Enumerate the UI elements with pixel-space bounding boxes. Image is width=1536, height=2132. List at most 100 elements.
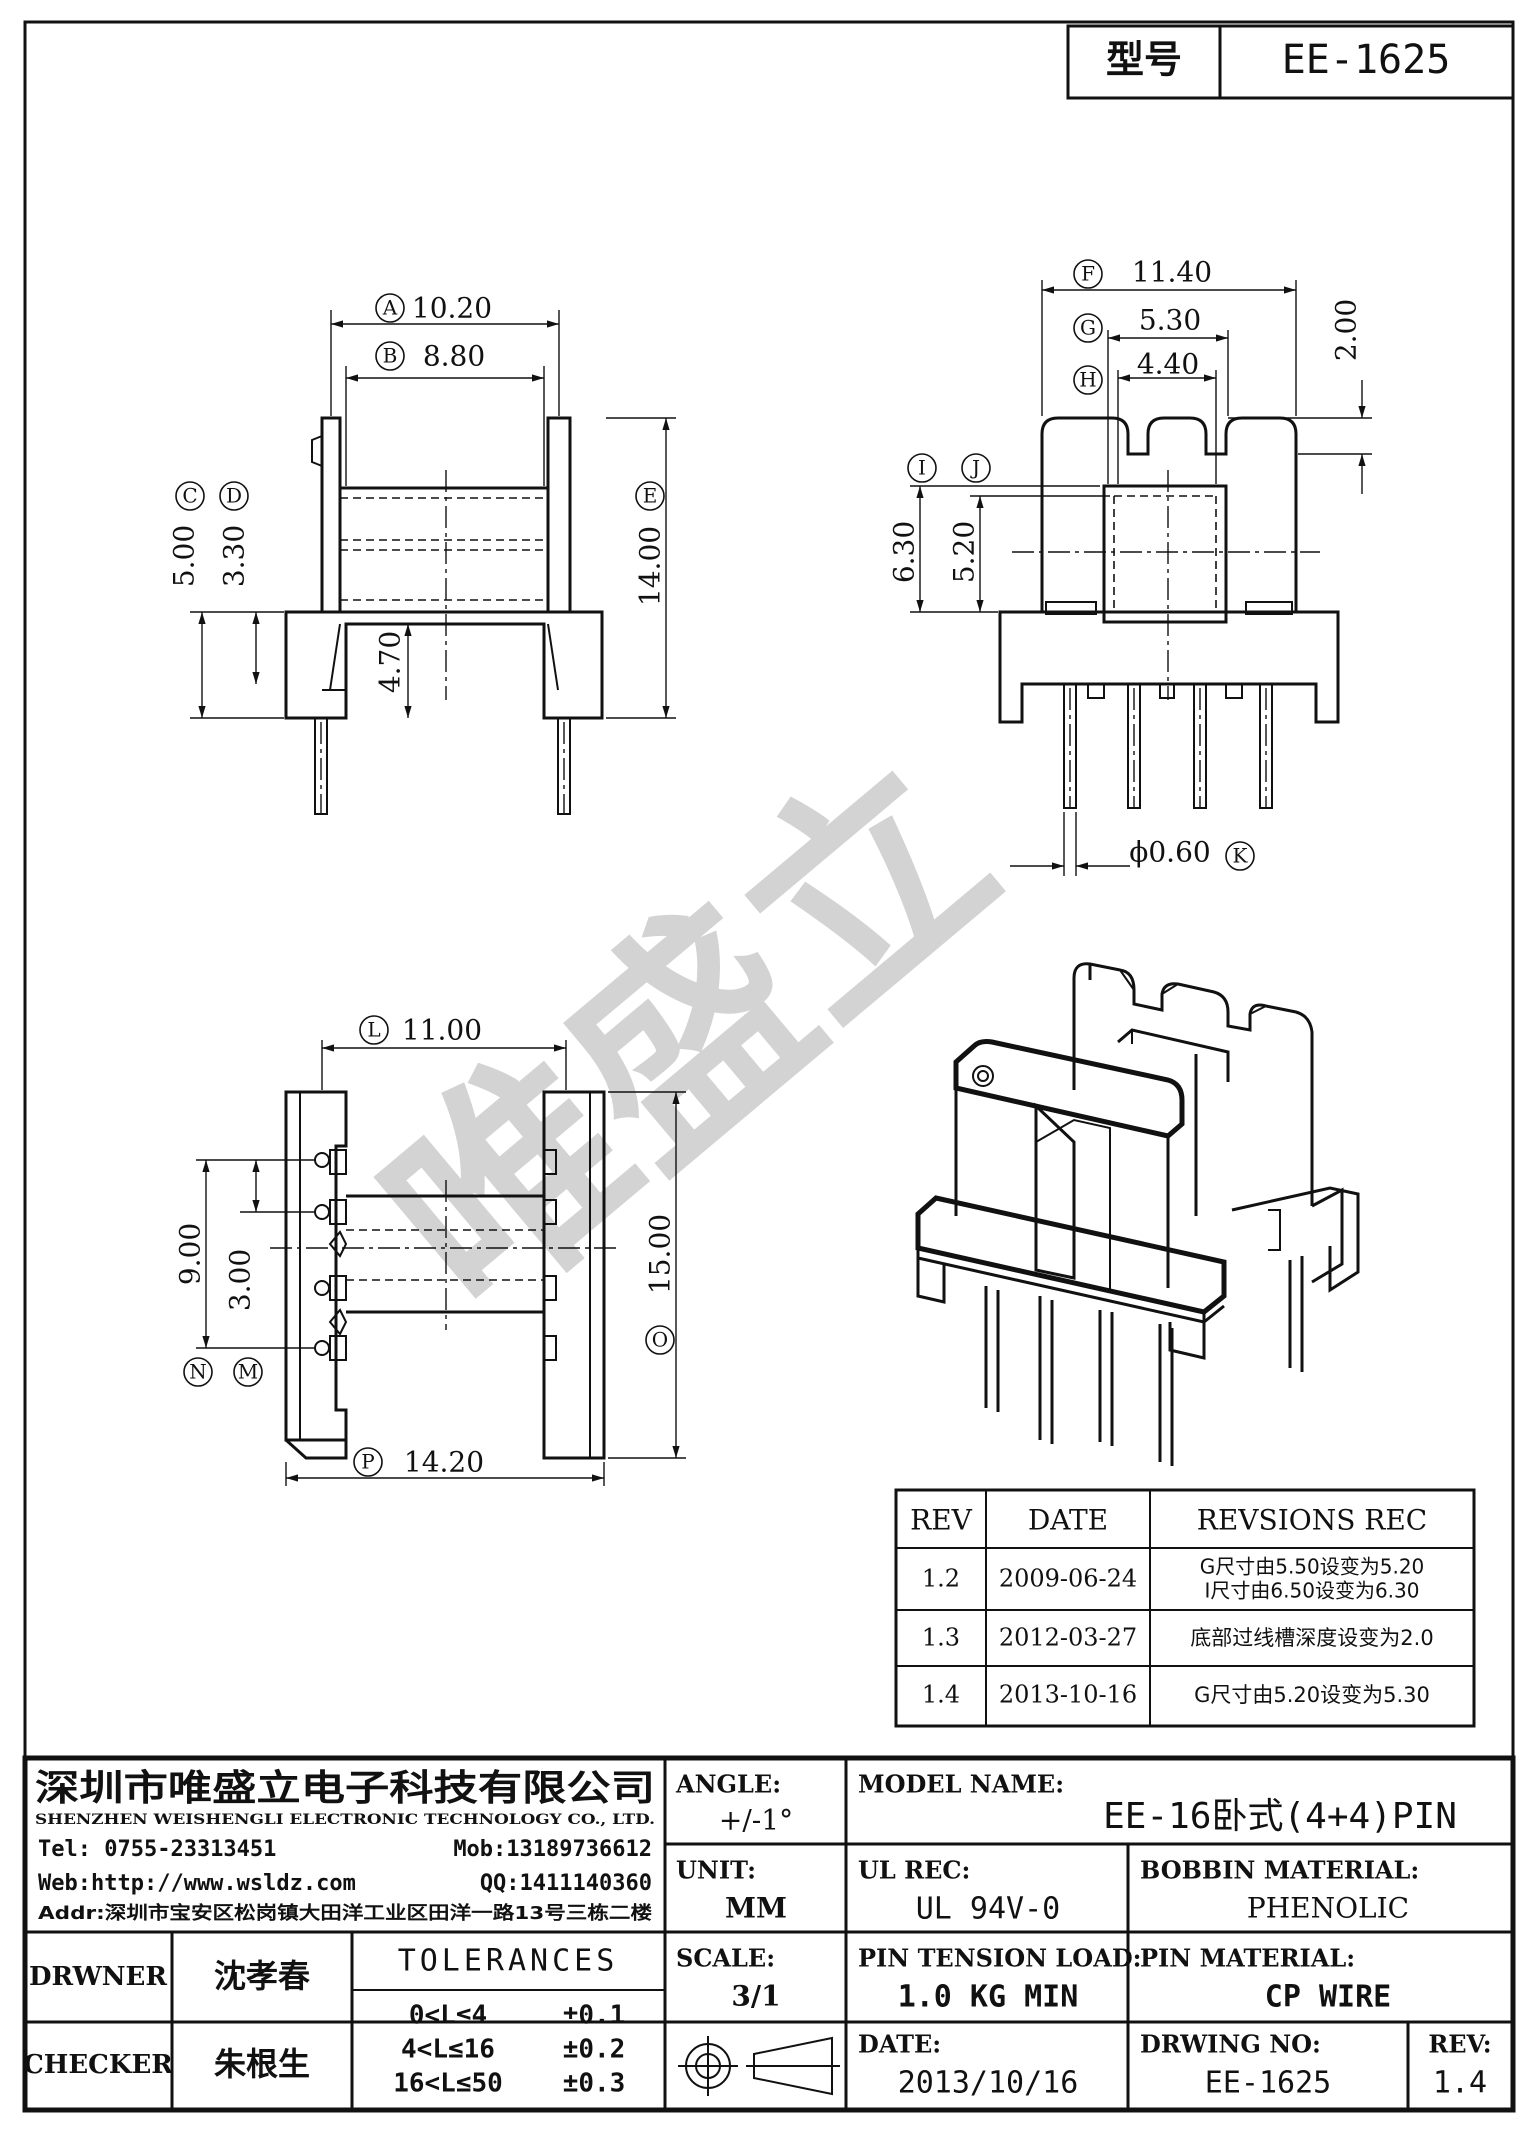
rev-value: 1.4 [1433,2066,1487,2101]
dim-letter-m: M [238,1360,258,1384]
company-address: Addr:深圳市宝安区松岗镇大田洋工业区田洋一路13号三栋二楼 [38,1902,652,1924]
tol-value-3: ±0.3 [563,2069,626,2099]
rev-header-rec: REVSIONS REC [1197,1504,1427,1537]
bobbin-material-label: BOBBIN MATERIAL: [1140,1856,1419,1885]
front-view-dimensions: A 10.20 B 8.80 E 14.00 C D 5.00 3.30 4.7… [168,292,676,719]
tol-range-1: 0<L≤4 [409,2001,487,2031]
dim-o-value: 15.00 [644,1214,677,1294]
dim-k-value: ϕ0.60 [1129,836,1210,869]
ul-rec-label: UL REC: [858,1856,970,1885]
model-header-value: EE-1625 [1282,37,1451,83]
dim-m-value: 3.00 [224,1249,257,1311]
side-view [998,416,1340,809]
dim-a-value: 10.20 [412,292,492,325]
dim-letter-b: B [383,344,398,368]
rev-row1-rec-line1: G尺寸由5.50设变为5.20 [1200,1555,1425,1579]
unit-label: UNIT: [676,1856,756,1885]
pin-material-value: CP WIRE [1265,1980,1391,2015]
rev-row1-rec-line2: I尺寸由6.50设变为6.30 [1205,1579,1420,1603]
checker-label: CHECKER [23,2050,173,2080]
rev-row2-rec: 底部过线槽深度设变为2.0 [1190,1626,1433,1650]
dim-letter-l: L [367,1018,380,1042]
dim-p-value: 14.20 [404,1446,484,1479]
unit-value: MM [725,1892,787,1925]
drawer-label: DRWNER [29,1962,167,1992]
date-value: 2013/10/16 [898,2066,1079,2101]
projection-symbol [678,2036,840,2096]
dim-c-value: 5.00 [168,525,201,587]
checker-name: 朱根生 [214,2045,310,2083]
dim-b-value: 8.80 [423,340,485,373]
company-name-en: SHENZHEN WEISHENGLI ELECTRONIC TECHNOLOG… [35,1812,655,1828]
pin-tension-label: PIN TENSION LOAD: [858,1944,1142,1973]
dim-letter-d: D [226,484,242,508]
bottom-view-dimensions: L 11.00 9.00 3.00 N M 15.00 O P 14.20 [174,1014,686,1486]
dim-letter-k: K [1233,844,1249,868]
drawing-no-value: EE-1625 [1205,2066,1331,2101]
isometric-view [915,962,1360,1466]
company-tel: Tel: 0755-23313451 [38,1837,276,1862]
dim-letter-f: F [1081,262,1095,286]
dim-letter-e: E [643,484,658,508]
revisions-table: REV DATE REVSIONS REC 1.2 2009-06-24 G尺寸… [894,1488,1476,1728]
dim-l-value: 11.00 [402,1014,482,1047]
rev-row2-rev: 1.3 [922,1624,960,1652]
rev-header-date: DATE [1028,1504,1108,1537]
company-web: Web:http://www.wsldz.com [38,1871,356,1896]
dim-d-value: 3.30 [218,525,251,587]
rev-row1-date: 2009-06-24 [999,1565,1137,1593]
title-block: 深圳市唯盛立电子科技有限公司 SHENZHEN WEISHENGLI ELECT… [22,1755,1516,2113]
dim-j-value: 5.20 [948,521,981,583]
rev-row2-date: 2012-03-27 [999,1624,1137,1652]
angle-value: +/-1° [719,1804,793,1837]
dim-letter-a: A [382,296,398,320]
dim-letter-h: H [1079,368,1096,392]
company-mob: Mob:13189736612 [453,1837,652,1862]
model-header: 型号 EE-1625 [1066,24,1515,100]
drawer-name: 沈孝春 [214,1957,310,1995]
dim-h-value: 4.40 [1137,348,1199,381]
scale-label: SCALE: [676,1944,775,1973]
dim-i-value: 6.30 [888,521,921,583]
model-header-label: 型号 [1106,38,1182,82]
date-label: DATE: [858,2030,941,2059]
tol-range-3: 16<L≤50 [393,2069,503,2099]
front-view [284,416,604,815]
rev-label: REV: [1428,2030,1491,2059]
dim-letter-c: C [182,484,197,508]
dim-letter-i: I [918,456,926,480]
rev-row1-rev: 1.2 [922,1565,960,1593]
drawing-no-label: DRWING NO: [1140,2030,1321,2059]
side-view-dimensions: F 11.40 G 5.30 H 4.40 2.00 I J 6.30 5.20… [888,256,1372,876]
company-name-cn: 深圳市唯盛立电子科技有限公司 [35,1768,655,1809]
bobbin-material-value: PHENOLIC [1247,1892,1409,1925]
dim-f-value: 11.40 [1132,256,1212,289]
ul-rec-value: UL 94V-0 [916,1892,1061,1927]
rev-header-rev: REV [910,1504,973,1537]
pin-tension-value: 1.0 KG MIN [898,1980,1079,2015]
dim-470-value: 4.70 [374,631,407,693]
dim-g-value: 5.30 [1139,304,1201,337]
dim-letter-n: N [189,1360,207,1384]
dim-n-value: 9.00 [174,1223,207,1285]
rev-row3-date: 2013-10-16 [999,1681,1137,1709]
dim-letter-g: G [1080,316,1096,340]
company-qq: QQ:1411140360 [480,1871,652,1896]
pin-material-label: PIN MATERIAL: [1140,1944,1355,1973]
dim-letter-j: J [970,456,980,480]
rev-row3-rec: G尺寸由5.20设变为5.30 [1194,1683,1430,1707]
dim-letter-o: O [652,1328,668,1352]
dim-letter-p: P [361,1450,374,1474]
dim-e-value: 14.00 [634,526,667,606]
tolerances-label: TOLERANCES [398,1944,619,1979]
rev-row3-rev: 1.4 [922,1681,960,1709]
tol-value-2: ±0.2 [563,2035,626,2065]
bottom-view [270,1090,620,1460]
tol-range-2: 4<L≤16 [401,2035,495,2065]
model-name-label: MODEL NAME: [858,1770,1064,1799]
model-name-value: EE-16卧式(4+4)PIN [1103,1796,1457,1837]
angle-label: ANGLE: [675,1770,781,1799]
tol-value-1: ±0.1 [563,2001,626,2031]
dim-slot-value: 2.00 [1330,299,1363,361]
